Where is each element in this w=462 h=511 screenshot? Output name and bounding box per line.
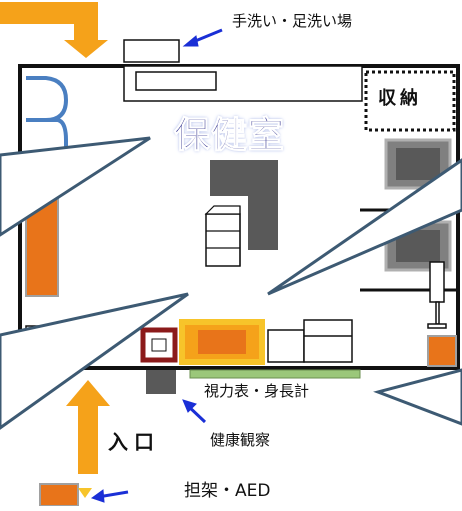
corner-orange-box xyxy=(427,335,457,367)
observation-box xyxy=(146,370,176,394)
storage-area xyxy=(364,70,456,132)
white-box-1 xyxy=(267,329,305,363)
eye-chart-label: 視力表・身長計 xyxy=(204,382,310,400)
counter-sink xyxy=(135,71,217,91)
cabinet xyxy=(204,205,241,267)
pointer-arrows xyxy=(90,28,223,503)
entrance-arrow xyxy=(66,380,110,474)
entrance-label: 入口 xyxy=(108,430,160,454)
sink-box xyxy=(123,39,180,63)
right-cabinet-top-inner xyxy=(396,148,440,180)
bent-arrow xyxy=(0,2,108,58)
handwash-label: 手洗い・足洗い場 xyxy=(232,12,353,30)
eye-chart-bar xyxy=(189,369,361,379)
maroon-box-inner xyxy=(151,338,167,352)
health-observation-label: 健康観察 xyxy=(210,431,271,449)
storage-label: 収納 xyxy=(378,88,422,109)
camera-view-cones xyxy=(0,136,462,430)
stretcher-aed-label: 担架・AED xyxy=(184,481,271,501)
desk xyxy=(210,160,278,250)
room-title: 保健室 xyxy=(173,115,286,156)
sofa-seat xyxy=(198,330,246,354)
aed-marker xyxy=(78,488,92,498)
bed-frame xyxy=(26,76,69,162)
white-box-2 xyxy=(303,319,353,363)
stretcher-icon xyxy=(39,483,79,507)
height-scale xyxy=(427,261,447,329)
